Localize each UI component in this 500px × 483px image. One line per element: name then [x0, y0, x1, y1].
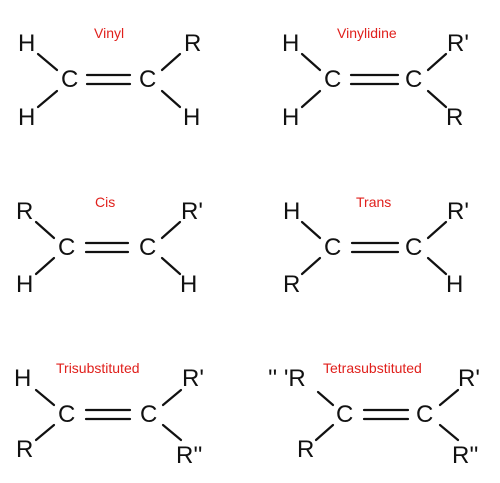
single-bond [438, 388, 460, 407]
atom-bottom-right: R'' [452, 442, 479, 469]
single-bond [426, 256, 448, 276]
atom-bottom-left: R [283, 271, 301, 298]
single-bond [438, 423, 460, 442]
single-bond [34, 423, 56, 442]
atom-bottom-left: R [297, 436, 315, 463]
single-bond [426, 52, 448, 72]
single-bond [160, 52, 182, 72]
single-bond [161, 388, 183, 407]
atom-top-right: R' [447, 30, 469, 57]
single-bond [300, 256, 322, 276]
single-bond [300, 89, 322, 109]
atom-carbon-left: C [58, 234, 76, 261]
atom-bottom-right: H [183, 104, 201, 131]
atom-bottom-right: R [446, 104, 464, 131]
atom-carbon-right: C [416, 401, 434, 428]
panel-trans-bonds [300, 220, 448, 276]
single-bond [160, 220, 182, 240]
panel-vinyl-bonds [36, 52, 182, 109]
atom-bottom-left: H [16, 271, 34, 298]
panel-title-tetrasubstituted: Tetrasubstituted [323, 360, 422, 376]
atom-top-right: R' [458, 365, 480, 392]
atom-top-left: R [16, 198, 34, 225]
single-bond [161, 423, 183, 442]
single-bond [160, 256, 182, 276]
single-bond [300, 220, 322, 240]
single-bond [34, 256, 56, 276]
panel-title-cis: Cis [95, 194, 116, 210]
atom-bottom-left: H [282, 104, 300, 131]
panel-title-trisubstituted: Trisubstituted [56, 360, 140, 376]
atom-carbon-left: C [336, 401, 354, 428]
panel-vinylidine-bonds [300, 52, 448, 109]
atom-top-right: R' [181, 198, 203, 225]
atom-top-left: H [282, 30, 300, 57]
atom-bottom-left: R [16, 436, 34, 463]
single-bond [160, 89, 182, 109]
atom-top-right: R' [447, 198, 469, 225]
atom-carbon-left: C [324, 66, 342, 93]
atom-carbon-left: C [61, 66, 79, 93]
single-bond [36, 52, 59, 72]
atom-top-left: H [14, 365, 32, 392]
single-bond [426, 220, 448, 240]
atom-bottom-left: H [18, 104, 36, 131]
panel-cis-bonds [34, 220, 182, 276]
single-bond [34, 388, 56, 407]
atom-bottom-right: H [180, 271, 198, 298]
atom-top-left: H [18, 30, 36, 57]
atom-bottom-right: H [446, 271, 464, 298]
atom-carbon-left: C [58, 401, 76, 428]
atom-carbon-right: C [405, 66, 423, 93]
atom-carbon-right: C [140, 401, 158, 428]
single-bond [300, 52, 322, 72]
single-bond [314, 423, 335, 442]
atom-top-right: R' [182, 365, 204, 392]
panel-tetrasubstituted-bonds [314, 388, 460, 442]
single-bond [426, 89, 448, 109]
atom-bottom-right: R'' [176, 442, 203, 469]
atom-top-left: H [283, 198, 301, 225]
atom-carbon-right: C [405, 234, 423, 261]
atom-carbon-left: C [324, 234, 342, 261]
single-bond [316, 390, 335, 407]
single-bond [36, 89, 59, 109]
panel-title-vinylidine: Vinylidine [337, 25, 397, 41]
panel-title-vinyl: Vinyl [94, 25, 125, 41]
atom-top-left: '' 'R [268, 365, 306, 392]
atom-carbon-right: C [139, 66, 157, 93]
atom-top-right: R [184, 30, 202, 57]
single-bond [34, 220, 56, 240]
atom-carbon-right: C [139, 234, 157, 261]
panel-title-trans: Trans [356, 194, 392, 210]
panel-trisubstituted-bonds [34, 388, 183, 442]
